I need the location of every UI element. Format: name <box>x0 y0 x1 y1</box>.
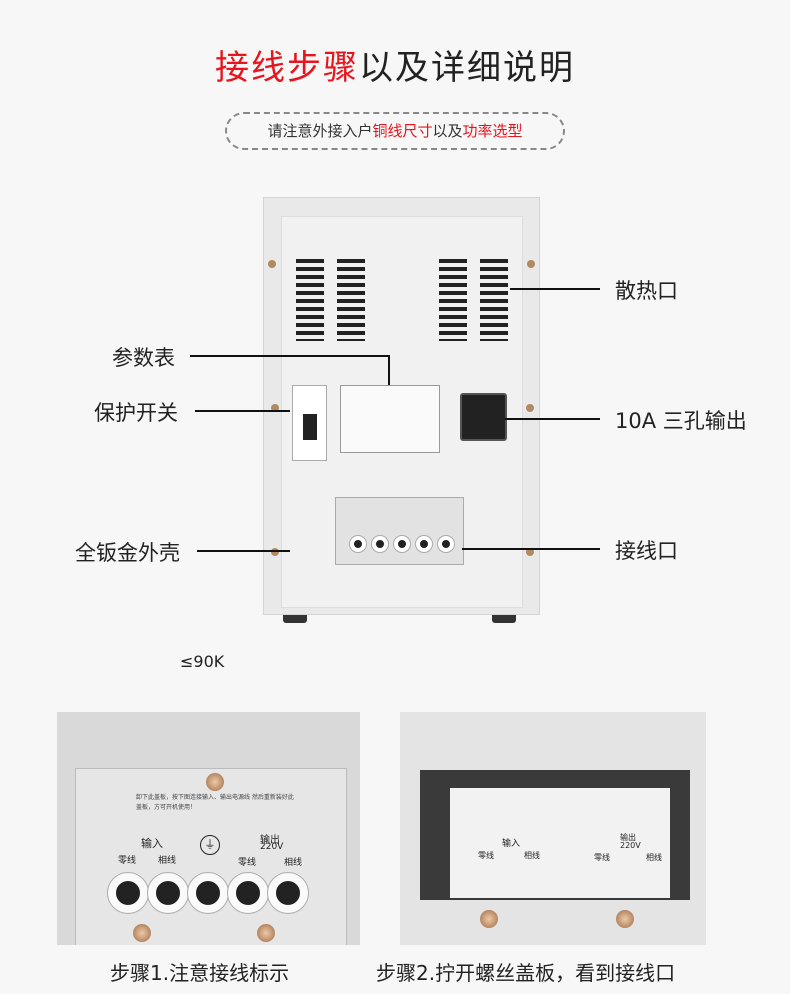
live-label: 相线 <box>646 853 662 862</box>
device-foot <box>492 615 516 623</box>
terminal-hole <box>188 873 228 913</box>
vent-icon <box>439 259 467 341</box>
three-hole-socket <box>460 393 507 441</box>
screw-icon <box>480 910 498 928</box>
terminal-hole <box>394 536 410 552</box>
protection-switch[interactable] <box>292 385 327 461</box>
callout-line <box>190 355 390 357</box>
screw-icon <box>133 924 151 942</box>
terminal-hole <box>372 536 388 552</box>
ground-icon: ⏚ <box>200 835 220 855</box>
neutral-label: 零线 <box>478 851 494 860</box>
screw-icon <box>271 404 279 412</box>
power-note: ≤90K <box>180 652 225 671</box>
terminal-hole <box>148 873 188 913</box>
voltage-label: 220V <box>620 841 641 850</box>
callout-vent: 散热口 <box>615 279 678 303</box>
back-panel <box>281 216 523 608</box>
vent-icon <box>296 259 324 341</box>
page-title: 接线步骤以及详细说明 <box>215 48 575 88</box>
screw-icon <box>526 548 534 556</box>
screw-icon <box>257 924 275 942</box>
screw-icon <box>268 260 276 268</box>
terminal-hole <box>438 536 454 552</box>
terminal-cover-plate: 卸下此盖板，按下图连接输入、输出电源线 然后重新装好此盖板，方可开机使用！ 输入… <box>75 768 347 945</box>
step1-photo: 卸下此盖板，按下图连接输入、输出电源线 然后重新装好此盖板，方可开机使用！ 输入… <box>57 712 360 945</box>
device-foot <box>283 615 307 623</box>
terminal-cover <box>335 497 464 565</box>
callout-terminal: 接线口 <box>615 539 678 563</box>
step2-caption: 步骤2.拧开螺丝盖板，看到接线口 <box>376 961 676 985</box>
terminal-block: 输入 零线 相线 输出 220V 零线 相线 <box>450 788 670 898</box>
regulator-device-back <box>263 197 540 615</box>
callout-line <box>462 548 600 550</box>
callout-protect-switch: 保护开关 <box>94 401 178 425</box>
voltage-label: 220V <box>260 842 284 852</box>
callout-line <box>195 410 290 412</box>
input-label: 输入 <box>141 837 163 850</box>
terminal-hole <box>416 536 432 552</box>
callout-line <box>388 355 390 385</box>
terminal-cavity: 输入 零线 相线 输出 220V 零线 相线 <box>420 770 690 900</box>
step1-caption: 步骤1.注意接线标示 <box>110 961 290 985</box>
cover-instruction: 卸下此盖板，按下图连接输入、输出电源线 然后重新装好此盖板，方可开机使用！ <box>136 794 294 811</box>
callout-line <box>505 418 600 420</box>
terminal-hole <box>108 873 148 913</box>
terminal-hole <box>228 873 268 913</box>
vent-icon <box>337 259 365 341</box>
step2-photo: 输入 零线 相线 输出 220V 零线 相线 <box>400 712 706 945</box>
vent-icon <box>480 259 508 341</box>
callout-line <box>197 550 290 552</box>
screw-icon <box>206 773 224 791</box>
neutral-label: 零线 <box>238 858 257 868</box>
callout-param-table: 参数表 <box>112 346 175 370</box>
callout-line <box>510 288 600 290</box>
parameter-table <box>340 385 440 453</box>
screw-icon <box>526 404 534 412</box>
terminal-hole <box>268 873 308 913</box>
live-label: 相线 <box>284 858 303 868</box>
neutral-label: 零线 <box>118 856 137 866</box>
screw-icon <box>616 910 634 928</box>
live-label: 相线 <box>524 851 540 860</box>
output-label: 输出 <box>620 833 636 842</box>
screw-icon <box>271 548 279 556</box>
terminal-hole <box>350 536 366 552</box>
subtitle-badge: 请注意外接入户铜线尺寸以及功率选型 <box>225 112 565 150</box>
input-label: 输入 <box>502 839 521 849</box>
callout-shell: 全钣金外壳 <box>75 541 180 565</box>
output-label: 输出 <box>260 835 280 846</box>
callout-output: 10A 三孔输出 <box>615 409 747 433</box>
neutral-label: 零线 <box>594 853 610 862</box>
live-label: 相线 <box>158 856 177 866</box>
screw-icon <box>527 260 535 268</box>
